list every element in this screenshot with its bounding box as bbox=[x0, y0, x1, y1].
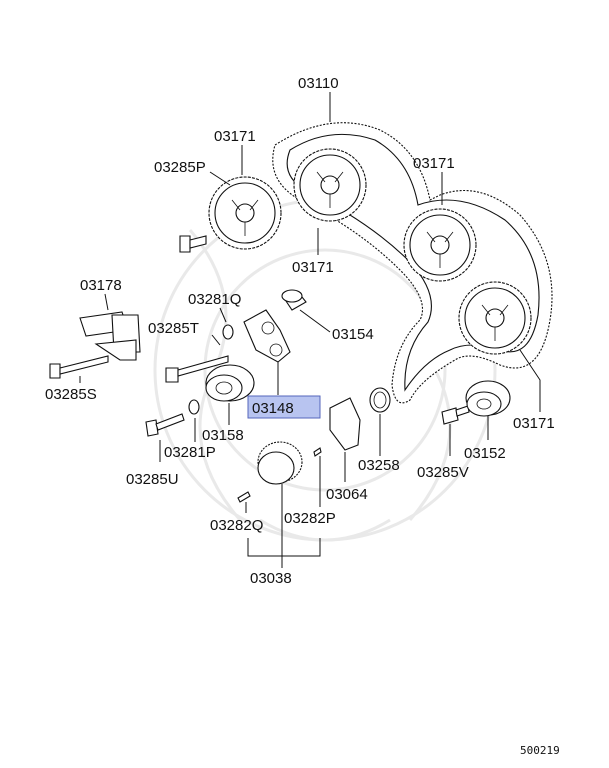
leader-lines bbox=[79, 92, 541, 568]
label-03178[interactable]: 03178 bbox=[80, 277, 122, 294]
crankshaft-sprocket bbox=[458, 281, 532, 355]
label-03148[interactable]: 03148 bbox=[252, 400, 294, 417]
tensioner-pulley-03158 bbox=[205, 364, 255, 402]
bolt-03285U bbox=[145, 413, 185, 437]
bolt-03285V bbox=[441, 405, 470, 425]
label-03285U[interactable]: 03285U bbox=[126, 471, 179, 488]
label-03152[interactable]: 03152 bbox=[464, 445, 506, 462]
gear-03038 bbox=[257, 441, 303, 485]
label-03258[interactable]: 03258 bbox=[358, 457, 400, 474]
bolt-03285T bbox=[165, 355, 229, 383]
label-03281Q[interactable]: 03281Q bbox=[188, 291, 241, 308]
spacer-03258 bbox=[369, 387, 391, 413]
key-03282P bbox=[313, 447, 322, 457]
bolt-03285P bbox=[179, 235, 207, 253]
label-03285S[interactable]: 03285S bbox=[45, 386, 97, 403]
washer-03281P bbox=[188, 399, 200, 415]
idler-pulley-03152 bbox=[465, 380, 511, 417]
label-03154[interactable]: 03154 bbox=[332, 326, 374, 343]
label-03285V[interactable]: 03285V bbox=[417, 464, 469, 481]
label-03110[interactable]: 03110 bbox=[298, 75, 339, 92]
pin-03154 bbox=[281, 289, 307, 311]
highlight-box bbox=[247, 395, 321, 419]
label-03282P[interactable]: 03282P bbox=[284, 510, 336, 527]
tensioner-03178 bbox=[79, 311, 141, 361]
label-03285P[interactable]: 03285P bbox=[154, 159, 206, 176]
label-03038[interactable]: 03038 bbox=[250, 570, 292, 587]
label-03171-crank[interactable]: 03171 bbox=[513, 415, 555, 432]
label-03281P[interactable]: 03281P bbox=[164, 444, 216, 461]
label-03158[interactable]: 03158 bbox=[202, 427, 244, 444]
label-03171-right[interactable]: 03171 bbox=[413, 155, 455, 172]
camshaft-sprocket-left bbox=[208, 176, 282, 250]
washer-03281Q bbox=[222, 324, 234, 340]
label-03285T[interactable]: 03285T bbox=[148, 320, 199, 337]
part-labels: 03110 03171 03285P 03171 03171 03178 032… bbox=[45, 75, 555, 587]
plate-03064 bbox=[329, 397, 361, 451]
label-03171-left[interactable]: 03171 bbox=[214, 128, 256, 145]
key-03282Q bbox=[237, 491, 251, 503]
label-03171-lower[interactable]: 03171 bbox=[292, 259, 334, 276]
camshaft-sprocket-center bbox=[293, 148, 367, 222]
camshaft-sprocket-right bbox=[403, 208, 477, 282]
reference-code: 500219 bbox=[520, 744, 560, 757]
bolt-03285S bbox=[49, 355, 109, 379]
label-03064[interactable]: 03064 bbox=[326, 486, 368, 503]
label-03282Q[interactable]: 03282Q bbox=[210, 517, 263, 534]
tensioner-arm-03148 bbox=[243, 309, 291, 363]
